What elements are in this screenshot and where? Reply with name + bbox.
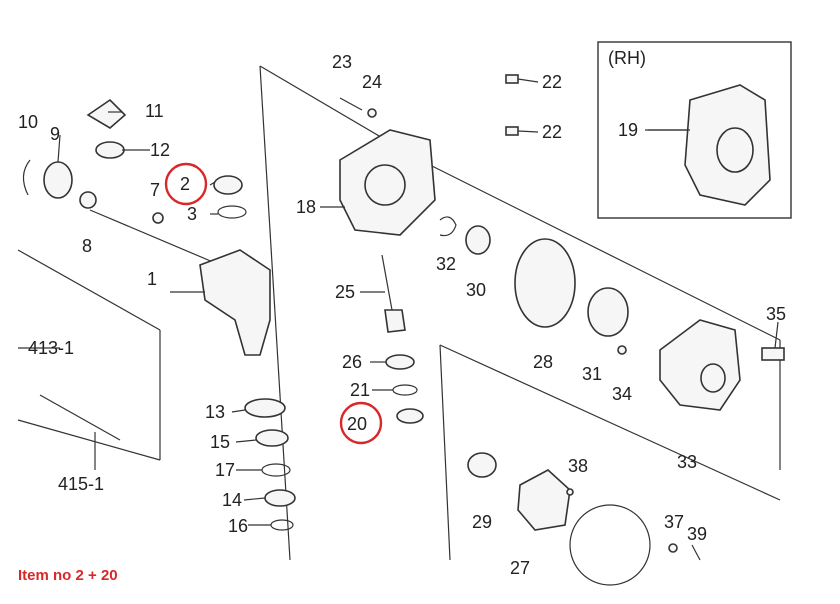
callout-18: 18 — [296, 197, 316, 217]
bearing-15 — [255, 429, 289, 447]
leader-lines — [18, 78, 779, 526]
callout-7: 7 — [150, 180, 160, 200]
seal-13 — [244, 398, 286, 418]
callout-25: 25 — [335, 282, 355, 302]
callout-33: 33 — [677, 452, 697, 472]
left-assembly — [22, 98, 296, 531]
bearing-26 — [385, 354, 415, 370]
callout-19: 19 — [618, 120, 638, 140]
housing-1 — [199, 249, 271, 356]
callout-35: 35 — [766, 304, 786, 324]
highlight-item-20 — [339, 401, 383, 445]
shaft-415-1 — [39, 394, 121, 441]
highlight-circles — [164, 162, 383, 445]
snap-ring-10 — [22, 159, 31, 196]
callout-14: 14 — [222, 490, 242, 510]
bolt-23 — [339, 97, 363, 111]
callout-28: 28 — [533, 352, 553, 372]
callout-22a: 22 — [542, 72, 562, 92]
nut-37 — [668, 543, 678, 553]
callout-27: 27 — [510, 558, 530, 578]
clip-32 — [439, 216, 457, 237]
callout-17: 17 — [215, 460, 235, 480]
stud-38 — [566, 488, 574, 496]
callout-413-1: 413-1 — [28, 338, 74, 358]
center-assembly — [339, 74, 785, 586]
callout-24: 24 — [362, 72, 382, 92]
highlight-item-2 — [164, 162, 208, 206]
inset-rh-label: (RH) — [608, 48, 646, 68]
ring-3 — [217, 205, 247, 219]
callout-22b: 22 — [542, 122, 562, 142]
ring-21 — [392, 384, 418, 396]
callout-20: 20 — [347, 414, 367, 434]
collar-29 — [467, 452, 497, 478]
ring-16 — [270, 519, 294, 531]
cover-33 — [659, 319, 741, 411]
callout-16: 16 — [228, 516, 248, 536]
callout-13: 13 — [205, 402, 225, 422]
caption-text: Item no 2 + 20 — [18, 567, 118, 584]
pinion-shaft-25 — [381, 254, 393, 311]
callout-12: 12 — [150, 140, 170, 160]
bearing-9 — [43, 161, 73, 199]
ring-17 — [261, 463, 291, 477]
callout-415-1: 415-1 — [58, 474, 104, 494]
callout-29: 29 — [472, 512, 492, 532]
callout-38: 38 — [568, 456, 588, 476]
callout-26: 26 — [342, 352, 362, 372]
bearing-31 — [587, 287, 629, 337]
callout-3: 3 — [187, 204, 197, 224]
ring-20 — [396, 408, 424, 424]
callout-11: 11 — [145, 101, 164, 121]
ring-gear-28 — [514, 238, 576, 328]
callout-23: 23 — [332, 52, 352, 72]
pin-7 — [152, 212, 164, 224]
callout-8: 8 — [82, 236, 92, 256]
plug-22b — [505, 126, 519, 136]
seal-30 — [465, 225, 491, 255]
callout-37: 37 — [664, 512, 684, 532]
pin-34 — [617, 345, 627, 355]
hub-27 — [517, 469, 571, 531]
callout-34: 34 — [612, 384, 632, 404]
nut-24 — [367, 108, 377, 118]
callout-39: 39 — [687, 524, 707, 544]
callout-9: 9 — [50, 124, 60, 144]
panel-frames — [17, 65, 781, 561]
bolt-39 — [691, 544, 701, 561]
cap-2 — [213, 175, 243, 195]
gear-11 — [86, 98, 127, 129]
callout-21: 21 — [350, 380, 370, 400]
bearing-12 — [95, 141, 125, 159]
inset-rh-box: (RH) — [597, 41, 792, 219]
plug-22a — [505, 74, 519, 84]
brake-disc — [569, 504, 651, 586]
callout-10: 10 — [18, 112, 38, 132]
callout-31: 31 — [582, 364, 602, 384]
callout-1: 1 — [147, 269, 157, 289]
callout-15: 15 — [210, 432, 230, 452]
callout-2: 2 — [180, 174, 190, 194]
bearing-14 — [264, 489, 296, 507]
callout-30: 30 — [466, 280, 486, 300]
callout-32: 32 — [436, 254, 456, 274]
nut-8 — [79, 191, 97, 209]
bolt-35 — [761, 347, 785, 361]
callout-labels: 1 2 3 7 8 9 10 11 12 13 14 15 16 17 18 1… — [18, 52, 786, 578]
